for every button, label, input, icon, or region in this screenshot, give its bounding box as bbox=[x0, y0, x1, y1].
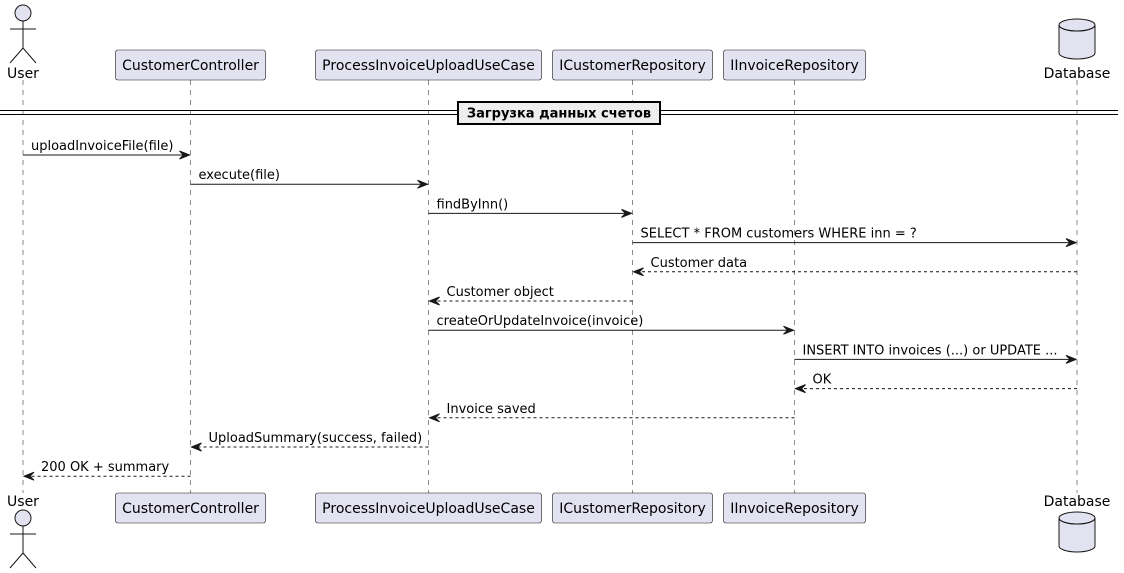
participant-label: IInvoiceRepository bbox=[730, 501, 859, 517]
message-label: findByInn() bbox=[437, 197, 509, 212]
message-5: Customer data bbox=[632, 256, 1077, 277]
arrowhead-icon bbox=[1065, 354, 1078, 364]
message-label: INSERT INTO invoices (...) or UPDATE ... bbox=[803, 343, 1058, 358]
arrowhead-icon bbox=[428, 296, 440, 306]
arrowhead-icon bbox=[22, 471, 35, 481]
participant-controller-bottom: CustomerController bbox=[115, 492, 266, 524]
participant-box bbox=[315, 49, 542, 81]
actor-body-icon bbox=[9, 526, 37, 569]
message-8: INSERT INTO invoices (...) or UPDATE ... bbox=[794, 343, 1078, 364]
participant-box bbox=[315, 492, 542, 524]
participant-custrepo-bottom: ICustomerRepository bbox=[552, 492, 713, 524]
database-cylinder-icon bbox=[1058, 518, 1096, 553]
participant-label: CustomerController bbox=[122, 58, 259, 74]
message-label: execute(file) bbox=[199, 168, 281, 183]
participant-box bbox=[115, 492, 266, 524]
message-10: Invoice saved bbox=[428, 402, 795, 423]
database-label: Database bbox=[1044, 494, 1111, 510]
message-9: OK bbox=[794, 373, 1077, 394]
participant-label: ProcessInvoiceUploadUseCase bbox=[322, 58, 535, 74]
arrowhead-icon bbox=[190, 442, 202, 452]
arrowhead-icon bbox=[783, 325, 795, 335]
participant-box bbox=[552, 492, 713, 524]
actor-user-bottom: User bbox=[7, 494, 39, 569]
participant-box bbox=[552, 49, 713, 81]
message-label: 200 OK + summary bbox=[41, 460, 170, 475]
database-cylinder-icon bbox=[1058, 25, 1096, 60]
actor-head-icon bbox=[14, 4, 32, 22]
arrowhead-icon bbox=[179, 150, 191, 160]
message-7: createOrUpdateInvoice(invoice) bbox=[428, 314, 795, 335]
participant-box bbox=[723, 492, 866, 524]
database-cylinder-rim-icon bbox=[1058, 24, 1096, 32]
message-label: UploadSummary(success, failed) bbox=[209, 431, 423, 446]
participant-custrepo-top: ICustomerRepository bbox=[552, 49, 713, 81]
participant-controller-top: CustomerController bbox=[115, 49, 266, 81]
message-label: uploadInvoiceFile(file) bbox=[31, 139, 173, 154]
message-2: execute(file) bbox=[190, 168, 429, 189]
message-11: UploadSummary(success, failed) bbox=[190, 431, 429, 452]
database-db-top: Database bbox=[1044, 18, 1111, 82]
participant-usecase-top: ProcessInvoiceUploadUseCase bbox=[315, 49, 542, 81]
message-label: Customer data bbox=[651, 256, 748, 271]
messages: uploadInvoiceFile(file) execute(file) find… bbox=[22, 139, 1078, 481]
participant-label: CustomerController bbox=[122, 501, 259, 517]
divider-label: Загрузка данных счетов bbox=[467, 107, 651, 122]
arrowhead-icon bbox=[428, 413, 440, 423]
participant-box bbox=[723, 49, 866, 81]
participant-label: ICustomerRepository bbox=[559, 501, 706, 517]
section-divider: Загрузка данных счетов bbox=[0, 101, 1118, 125]
divider-label-box bbox=[457, 101, 661, 125]
message-12: 200 OK + summary bbox=[22, 460, 191, 481]
message-label: createOrUpdateInvoice(invoice) bbox=[437, 314, 644, 329]
participant-label: IInvoiceRepository bbox=[730, 58, 859, 74]
lifelines bbox=[22, 80, 1078, 493]
participants-top: User CustomerController ProcessInvoiceUplo… bbox=[7, 4, 1111, 82]
message-label: Customer object bbox=[447, 285, 554, 300]
participants-bottom: User CustomerController ProcessInvoiceUplo… bbox=[7, 492, 1111, 569]
database-label: Database bbox=[1044, 66, 1111, 82]
arrowhead-icon bbox=[417, 179, 429, 189]
message-label: Invoice saved bbox=[447, 402, 536, 417]
database-db-bottom: Database bbox=[1044, 494, 1111, 553]
message-label: OK bbox=[813, 373, 832, 388]
participant-box bbox=[115, 49, 266, 81]
actor-label: User bbox=[7, 66, 39, 82]
arrowhead-icon bbox=[621, 208, 633, 218]
message-3: findByInn() bbox=[428, 197, 633, 218]
arrowhead-icon bbox=[794, 384, 806, 394]
participant-label: ProcessInvoiceUploadUseCase bbox=[322, 501, 535, 517]
actor-head-icon bbox=[14, 509, 32, 527]
actor-body-icon bbox=[9, 21, 37, 64]
participant-invrepo-bottom: IInvoiceRepository bbox=[723, 492, 866, 524]
database-cylinder-rim-icon bbox=[1058, 517, 1096, 525]
participant-usecase-bottom: ProcessInvoiceUploadUseCase bbox=[315, 492, 542, 524]
participant-label: ICustomerRepository bbox=[559, 58, 706, 74]
actor-user-top: User bbox=[7, 4, 39, 82]
participant-invrepo-top: IInvoiceRepository bbox=[723, 49, 866, 81]
message-1: uploadInvoiceFile(file) bbox=[23, 139, 191, 160]
arrowhead-icon bbox=[632, 267, 644, 277]
arrowhead-icon bbox=[1065, 238, 1078, 248]
message-4: SELECT * FROM customers WHERE inn = ? bbox=[632, 227, 1078, 248]
message-6: Customer object bbox=[428, 285, 633, 306]
message-label: SELECT * FROM customers WHERE inn = ? bbox=[641, 227, 917, 242]
actor-label: User bbox=[7, 494, 39, 510]
